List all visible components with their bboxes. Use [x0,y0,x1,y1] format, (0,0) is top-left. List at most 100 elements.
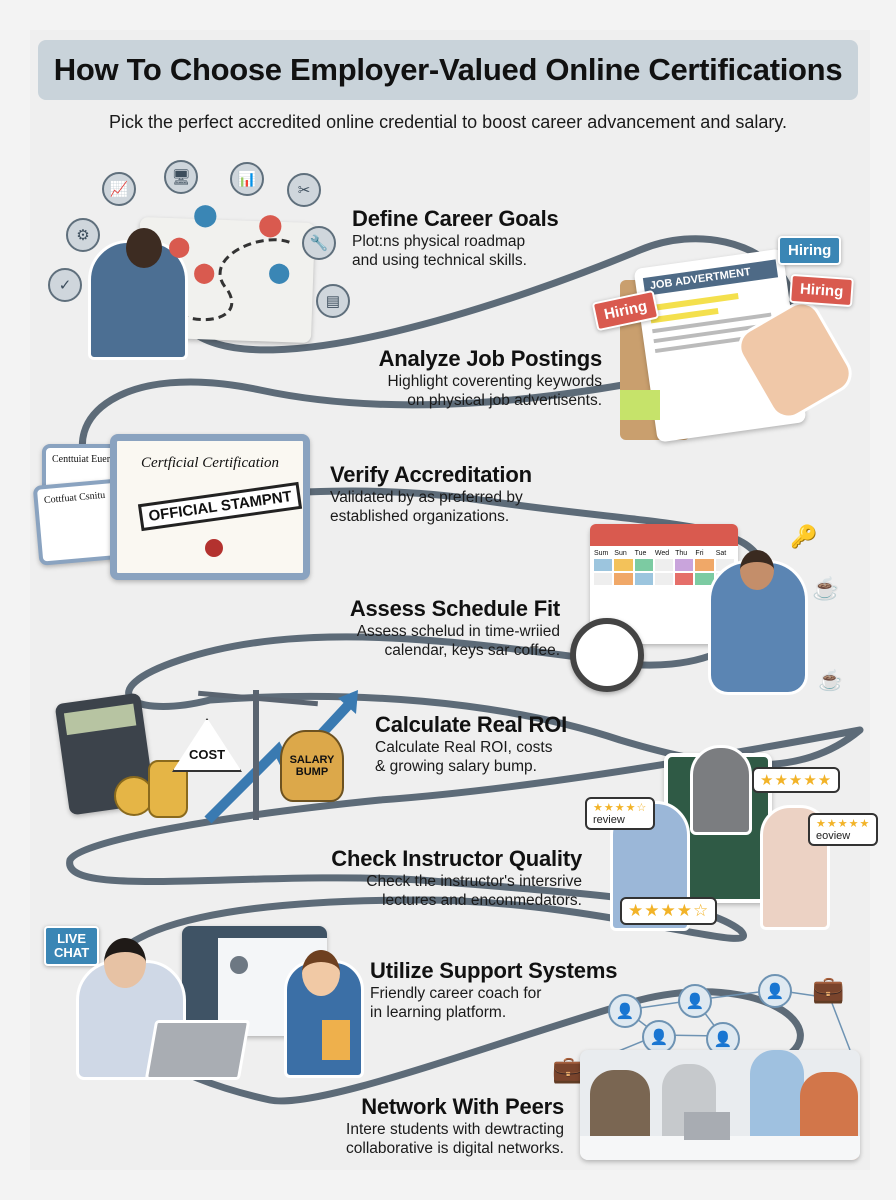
page-subtitle: Pick the perfect accredited online crede… [108,112,788,132]
peer-figure [750,1050,804,1140]
bump-label: BUMP [295,766,329,778]
map-sheet [135,216,316,344]
cal-cell [634,573,653,585]
keys-icon: 🔑 [790,524,818,549]
hiring-badge: Hiring [789,273,855,308]
step-desc-line: Friendly career coach for [370,985,542,1002]
peers-photo [580,1050,860,1160]
step-title: Analyze Job Postings [378,346,603,371]
seal-icon [205,539,223,557]
map-pin-icon: ⬤ [168,236,191,258]
id-card-icon: ▤ [316,284,350,318]
review-bubble: ★★★★★ eoview [808,813,879,846]
table [580,1136,860,1160]
cal-cell [634,559,653,571]
student-head [740,550,774,590]
star-rating: ★★★★☆ [593,802,648,814]
step-title: Utilize Support Systems [370,958,618,983]
laptop-icon [144,1020,251,1080]
briefcase-icon: 💼 [812,974,845,1004]
step-desc-line: Highlight coverenting keywords [387,373,602,390]
step-define-career-goals: Define Career Goals Plot:ns physical roa… [352,206,559,270]
platform-sidebar [182,938,218,1036]
agent-head [104,938,146,988]
hiring-badge: Hiring [778,236,842,265]
step-desc-line: & growing salary bump. [375,758,537,775]
bar-chart-icon: 📊 [230,162,264,196]
roadmap-illustration: ⬤ ⬤ ⬤ ⬤ ⬤ [88,200,338,360]
wrench-icon: 🔧 [302,226,336,260]
star-rating: ★★★★★ [760,772,833,789]
cal-cell [614,559,633,571]
folder-icon [322,1020,350,1060]
calculator-display [63,703,137,736]
cal-cell [675,573,694,585]
step-assess-schedule-fit: Assess Schedule Fit Assess schelud in ti… [344,596,560,660]
live-chat-bubble: LIVE CHAT [44,926,100,966]
user-node-icon: 👤 [608,994,642,1028]
window-titlebar [182,926,327,938]
title-banner: How To Choose Employer-Valued Online Cer… [38,40,858,100]
step-verify-accreditation: Verify Accreditation Validated by as pre… [330,462,532,526]
network-illustration: 👤 👤 👤 👤 👤 💼 💼 [550,970,870,1160]
star-rating: ★★★★★ [816,818,871,830]
day-label: Sun [614,550,627,557]
step-desc-line: Plot:ns physical roadmap [352,233,526,250]
chat-label: CHAT [54,945,90,960]
user-node-icon: 👤 [758,974,792,1008]
review-label: review [593,814,625,826]
lecturer-figure [690,745,752,835]
highlight [648,293,739,312]
step-desc-line: collaborative is digital networks. [346,1140,564,1157]
salary-bag-icon: SALARY BUMP [280,730,344,802]
profile-avatar [230,956,248,974]
day-label: Sum [594,550,609,557]
step-desc-line: lectures and enconmedators. [382,892,582,909]
briefcase-icon: 💼 [552,1054,585,1084]
step-desc-line: Assess schelud in time-wriied [356,623,560,640]
sticky-note [620,390,660,420]
step-desc-line: calendar, keys sar coffee. [384,642,560,659]
laptop-icon [684,1112,730,1140]
review-label: eoview [816,830,851,842]
live-label: LIVE [57,931,87,946]
official-stamp: OFFICIAL STAMPNT [137,481,303,532]
day-label: Thu [675,550,688,557]
coffee-cup-icon: ☕ [812,576,840,601]
map-pin-icon: ⬤ [193,202,218,227]
user-node-icon: 👤 [678,984,712,1018]
balance-scale-icon [253,690,259,820]
day-label: Sat [715,550,727,557]
gears-icon: ⚙ [66,218,100,252]
checklist-monitor-icon: ✓ [48,268,82,302]
step-title: Define Career Goals [352,206,559,231]
step-desc-line: Intere students with dewtracting [346,1121,564,1138]
cal-cell [695,573,714,585]
step-desc-line: on physical job advertisents. [407,392,602,409]
step-title: Verify Accreditation [330,462,532,487]
step-desc-line: Check the instructor's intersrive [366,873,582,890]
step-desc-line: and using technical skills. [352,252,527,269]
salary-label: SALARY [289,754,335,766]
instructor-illustration: ★★★★☆ review ★★★★★ ★★★★★ eoview ★★★★☆ [580,745,879,935]
cal-cell [614,573,633,585]
cal-cell [654,573,674,585]
step-desc-line: established organizations. [330,508,510,525]
calendar-header [590,524,738,546]
coach-head [302,950,340,996]
map-pin-icon: ⬤ [268,262,291,284]
cal-cell [695,559,714,571]
certificate-heading: Certficial Certification [141,455,279,471]
job-ad-heading: JOB ADVERTMENT [642,259,779,296]
day-label: Wed [654,550,670,557]
review-bubble: ★★★★☆ review [585,797,656,830]
map-pin-icon: ⬤ [193,262,216,284]
certificate-illustration: Centtuiat Euer Cottfuat Csnitu Certficia… [32,430,316,590]
review-bubble: ★★★★★ [752,767,841,793]
job-advert-illustration: JOB ADVERTMENT [600,240,859,443]
tools-icon: ✂ [287,173,321,207]
step-network-with-peers: Network With Peers Intere students with … [330,1094,564,1158]
step-analyze-job-postings: Analyze Job Postings Highlight coverenti… [360,346,603,410]
step-utilize-support-systems: Utilize Support Systems Friendly career … [370,958,617,1022]
step-title: Network With Peers [361,1094,564,1119]
